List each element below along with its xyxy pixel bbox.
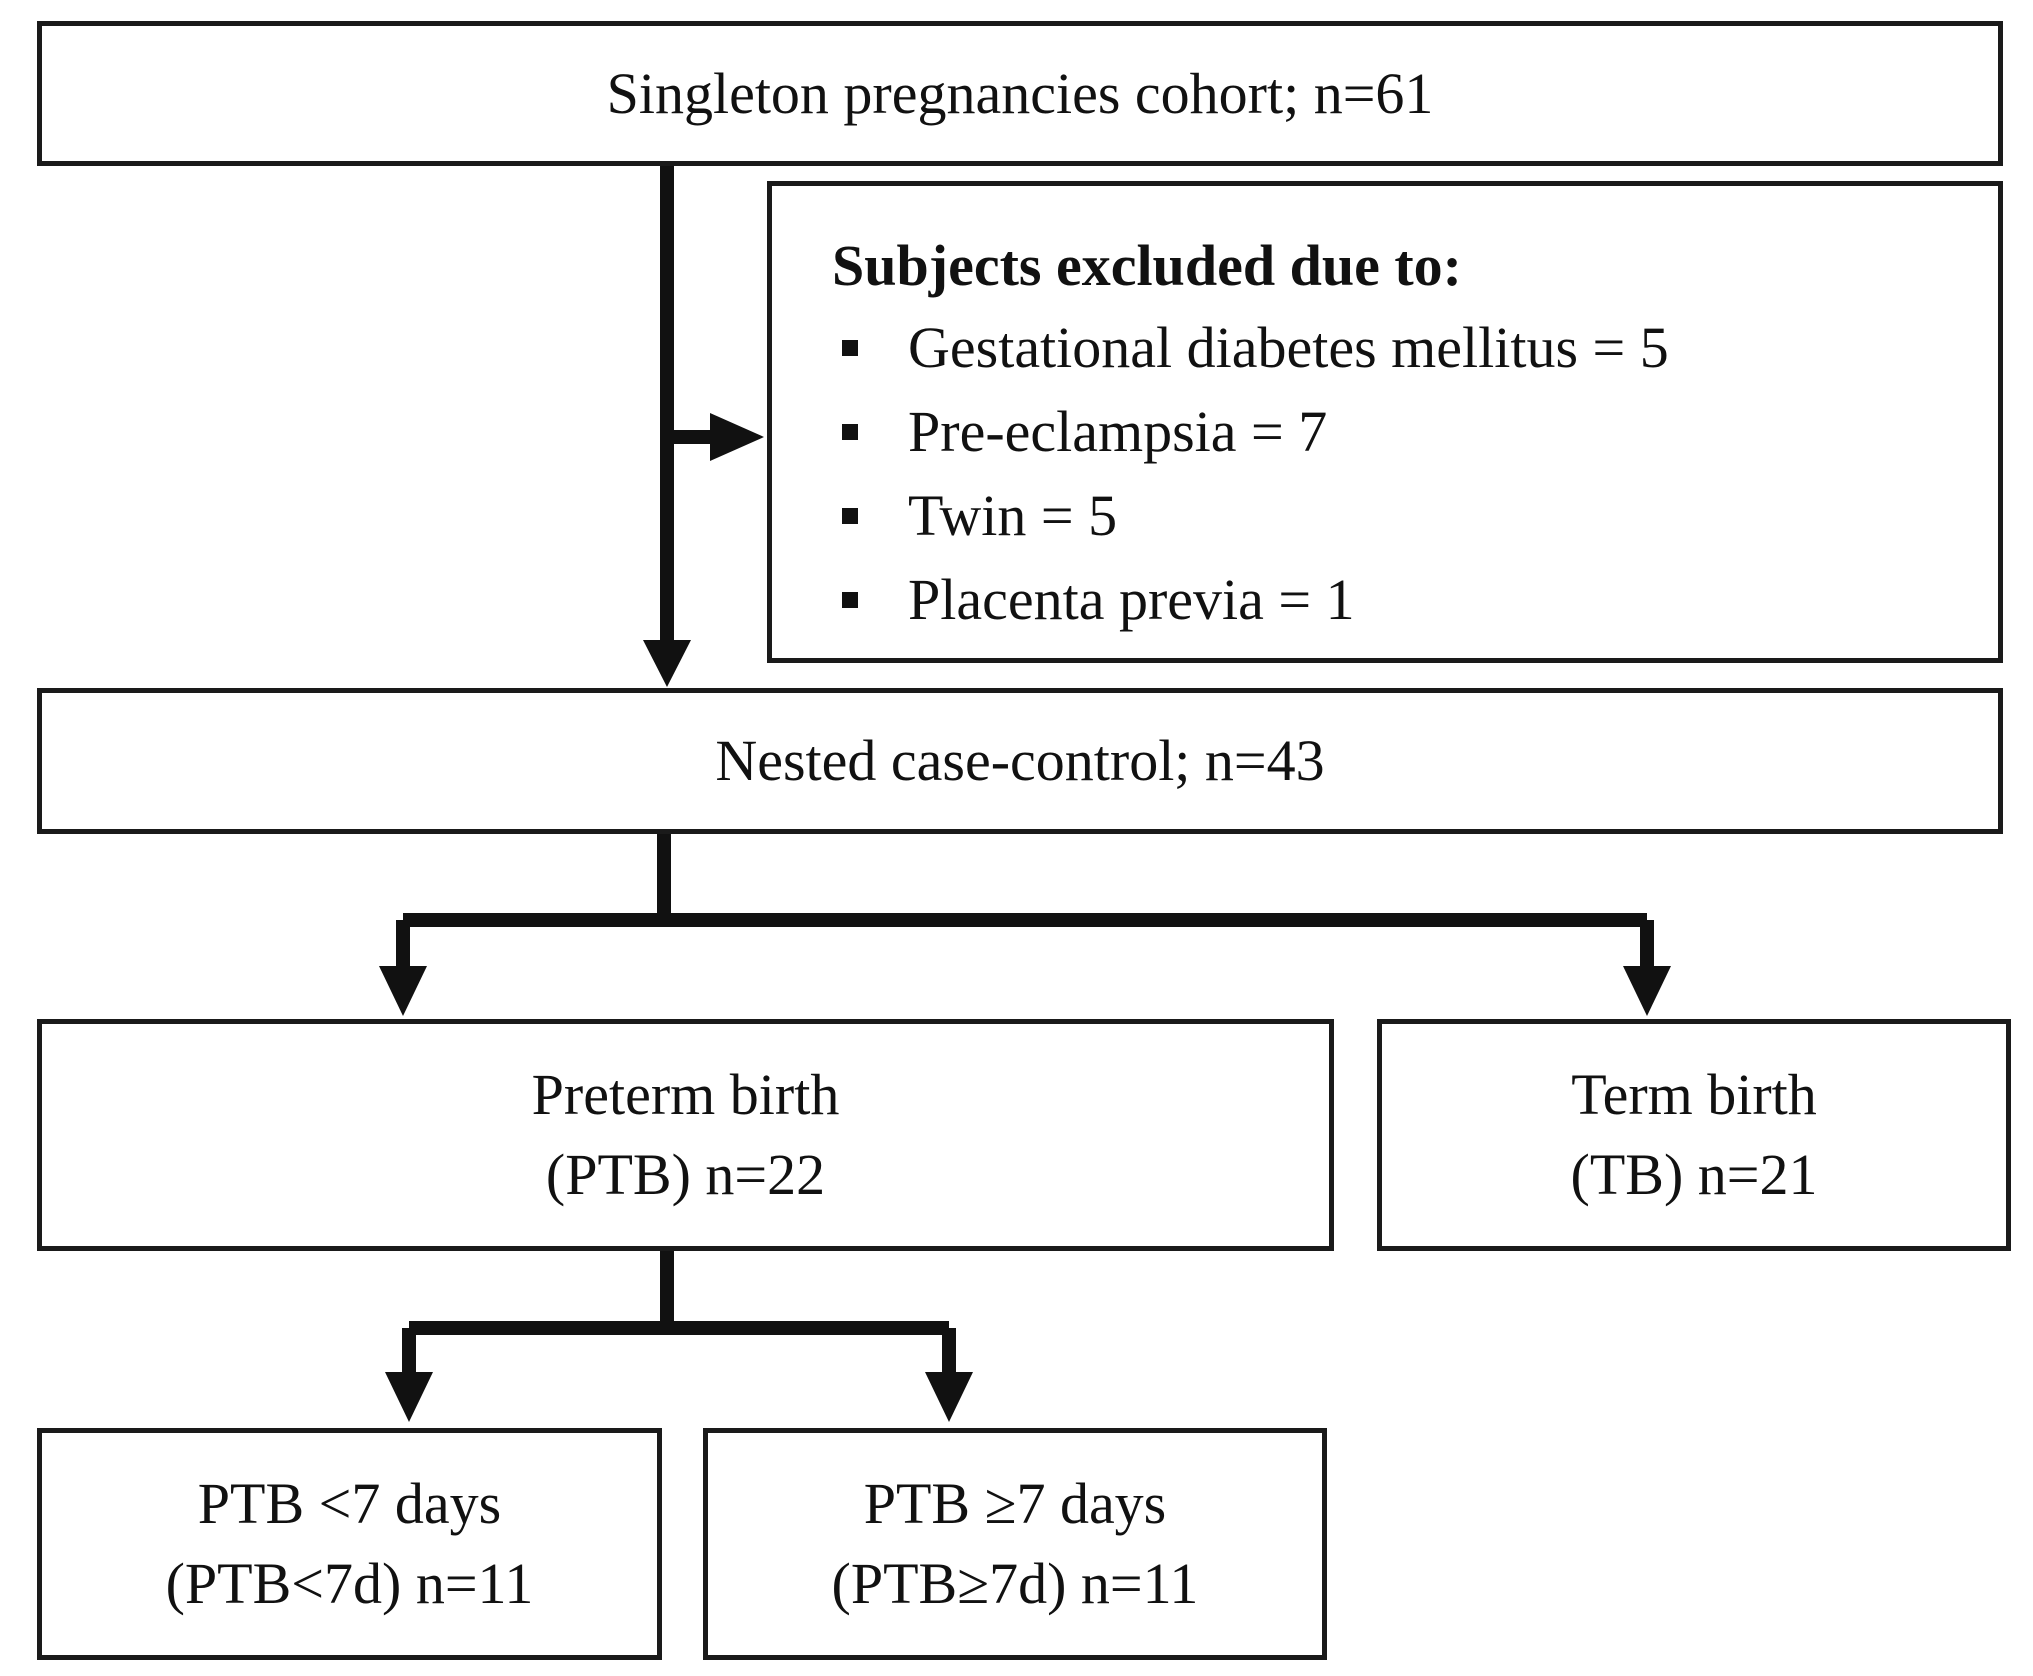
bullet-icon [842, 508, 858, 524]
preterm-box: Preterm birth (PTB) n=22 [37, 1019, 1334, 1251]
term-box: Term birth (TB) n=21 [1377, 1019, 2011, 1251]
exclusion-item-label: Pre-eclampsia = 7 [908, 399, 1328, 464]
exclusion-item-label: Twin = 5 [908, 483, 1118, 548]
arrow-to-preterm [379, 966, 427, 1016]
ptb-ge7-line1: PTB ≥7 days [863, 1471, 1167, 1536]
ptb-lt7-line1: PTB <7 days [197, 1471, 502, 1536]
exclusion-item: Placenta previa = 1 [832, 558, 1998, 642]
arrow-to-exclusion [710, 413, 764, 461]
nested-label: Nested case-control; n=43 [715, 728, 1325, 793]
exclusion-item-label: Placenta previa = 1 [908, 567, 1355, 632]
arrow-to-ptb-ge7 [925, 1372, 973, 1422]
arrow-to-ptb-lt7 [385, 1372, 433, 1422]
bullet-icon [842, 424, 858, 440]
exclusion-item-label: Gestational diabetes mellitus = 5 [908, 315, 1669, 380]
cohort-label: Singleton pregnancies cohort; n=61 [606, 60, 1434, 126]
exclusion-item: Gestational diabetes mellitus = 5 [832, 306, 1998, 390]
arrow-to-nested [643, 640, 691, 687]
bullet-icon [842, 340, 858, 356]
exclusion-list: Gestational diabetes mellitus = 5 Pre-ec… [832, 306, 1998, 642]
bullet-icon [842, 592, 858, 608]
term-line1: Term birth [1571, 1062, 1817, 1127]
term-line2: (TB) n=21 [1570, 1142, 1818, 1207]
ptb-ge7-line2: (PTB≥7d) n=11 [831, 1551, 1199, 1616]
ptb-ge7-box: PTB ≥7 days (PTB≥7d) n=11 [703, 1428, 1327, 1660]
nested-box: Nested case-control; n=43 [37, 688, 2003, 834]
arrow-to-term [1623, 966, 1671, 1016]
exclusion-item: Pre-eclampsia = 7 [832, 390, 1998, 474]
exclusion-item: Twin = 5 [832, 474, 1998, 558]
ptb-lt7-box: PTB <7 days (PTB<7d) n=11 [37, 1428, 662, 1660]
exclusion-heading: Subjects excluded due to: [832, 233, 1462, 298]
ptb-lt7-line2: (PTB<7d) n=11 [165, 1551, 534, 1616]
exclusion-box: Subjects excluded due to: Gestational di… [767, 181, 2003, 663]
cohort-box: Singleton pregnancies cohort; n=61 [37, 21, 2003, 166]
preterm-line1: Preterm birth [531, 1062, 840, 1127]
preterm-line2: (PTB) n=22 [545, 1142, 826, 1207]
